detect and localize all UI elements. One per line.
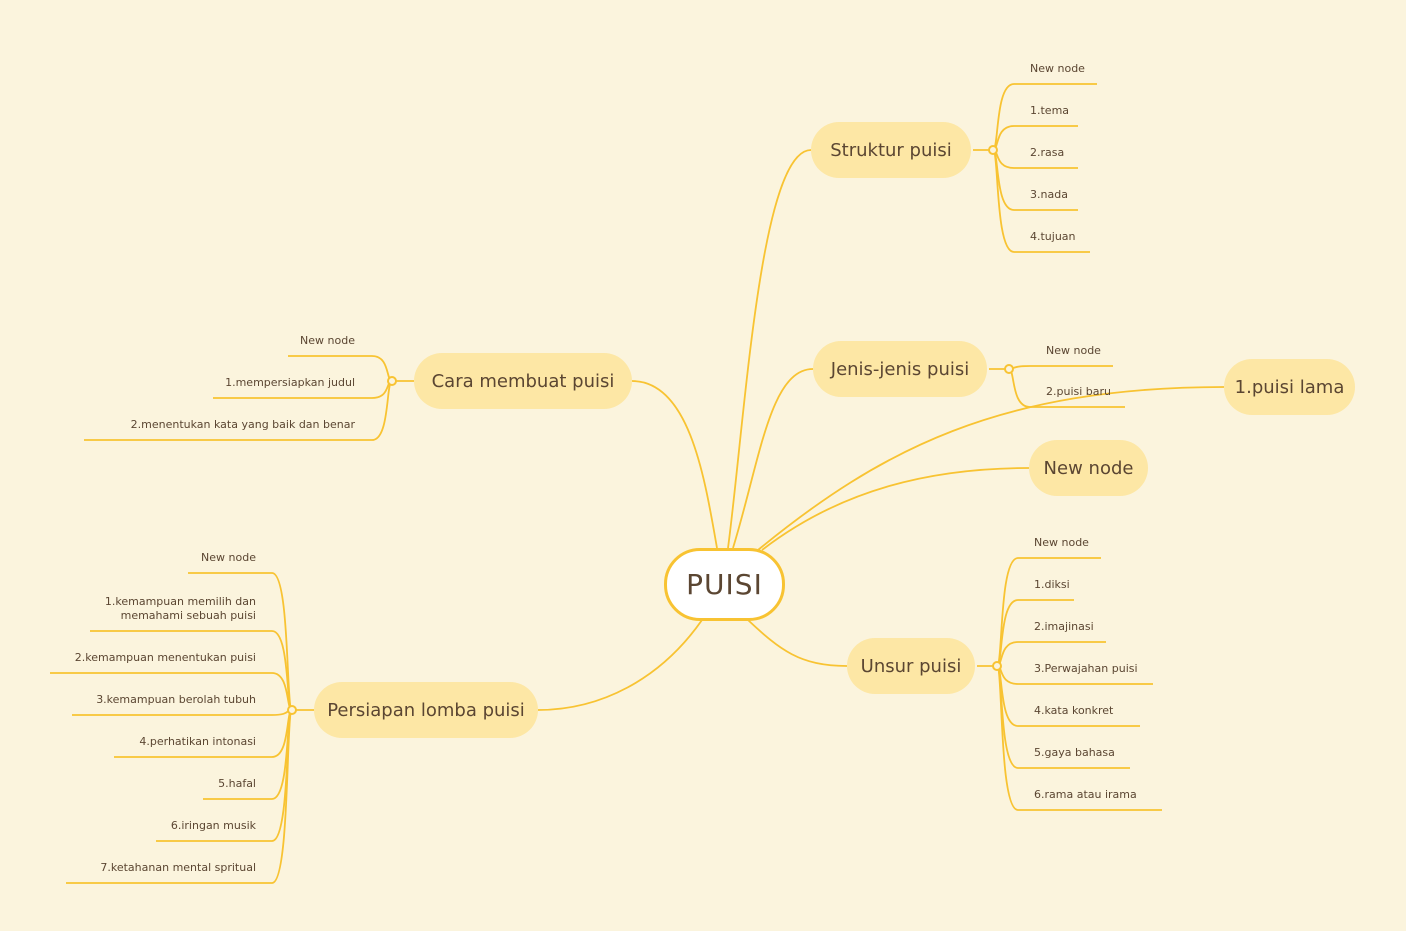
leaf-node[interactable]: New node — [300, 334, 355, 347]
node-jenis[interactable]: Jenis-jenis puisi — [813, 341, 987, 397]
leaf-node[interactable]: 2.rasa — [1030, 146, 1065, 159]
leaf-node[interactable]: 3.nada — [1030, 188, 1068, 201]
node-cara[interactable]: Cara membuat puisi — [414, 353, 632, 409]
leaf-connector — [1008, 365, 1113, 370]
jenis-collapse-toggle[interactable] — [1004, 364, 1014, 374]
unsur-collapse-toggle[interactable] — [992, 661, 1002, 671]
leaf-node[interactable]: 1.kemampuan memilih dan memahami sebuah … — [104, 595, 256, 622]
leaf-node[interactable]: 4.kata konkret — [1034, 704, 1114, 717]
leaf-node[interactable]: 2.imajinasi — [1034, 620, 1094, 633]
leaf-connector — [114, 709, 293, 758]
leaf-node[interactable]: 3.Perwajahan puisi — [1034, 662, 1138, 675]
leaf-node[interactable]: 1.mempersiapkan judul — [225, 376, 355, 389]
branch-line — [732, 368, 814, 549]
branch-line — [631, 380, 718, 549]
branch-line — [747, 619, 848, 667]
cara-collapse-toggle[interactable] — [387, 376, 397, 386]
leaf-node[interactable]: 2.kemampuan menentukan puisi — [74, 651, 256, 664]
node-unsur[interactable]: Unsur puisi — [847, 638, 975, 694]
node-struktur[interactable]: Struktur puisi — [811, 122, 971, 178]
leaf-node[interactable]: New node — [1034, 536, 1089, 549]
leaf-connector — [188, 572, 293, 711]
leaf-node[interactable]: 6.rama atau irama — [1034, 788, 1137, 801]
leaf-node[interactable]: 5.hafal — [218, 777, 256, 790]
branch-line — [727, 149, 812, 549]
leaf-connector — [996, 665, 1162, 811]
leaf-node[interactable]: 1.tema — [1030, 104, 1070, 117]
leaf-node[interactable]: 3.kemampuan berolah tubuh — [96, 693, 256, 706]
leaf-connector — [72, 709, 293, 716]
node-puisi-lama[interactable]: 1.puisi lama — [1224, 359, 1355, 415]
leaf-node[interactable]: 1.diksi — [1034, 578, 1070, 591]
branch-line — [757, 386, 1225, 551]
leaf-node[interactable]: 7.ketahanan mental spritual — [100, 861, 256, 874]
leaf-node[interactable]: 5.gaya bahasa — [1034, 746, 1115, 759]
leaf-node[interactable]: 4.perhatikan intonasi — [139, 735, 256, 748]
root-node[interactable]: PUISI — [664, 548, 785, 621]
leaf-connector — [992, 149, 1090, 253]
leaf-node[interactable]: New node — [201, 551, 256, 564]
node-new-node[interactable]: New node — [1029, 440, 1148, 496]
leaf-node[interactable]: New node — [1046, 344, 1101, 357]
leaf-node[interactable]: 2.menentukan kata yang baik dan benar — [130, 418, 355, 431]
branch-line — [761, 467, 1030, 551]
struktur-collapse-toggle[interactable] — [988, 145, 998, 155]
leaf-node[interactable]: 2.puisi baru — [1046, 385, 1112, 398]
leaf-connector — [996, 557, 1101, 667]
leaf-node[interactable]: 6.iringan musik — [170, 819, 256, 832]
node-persiapan[interactable]: Persiapan lomba puisi — [314, 682, 538, 738]
leaf-node[interactable]: 4.tujuan — [1030, 230, 1076, 243]
leaf-connector — [66, 709, 293, 884]
persiapan-collapse-toggle[interactable] — [287, 705, 297, 715]
branch-line — [537, 619, 703, 711]
leaf-node[interactable]: New node — [1030, 62, 1085, 75]
